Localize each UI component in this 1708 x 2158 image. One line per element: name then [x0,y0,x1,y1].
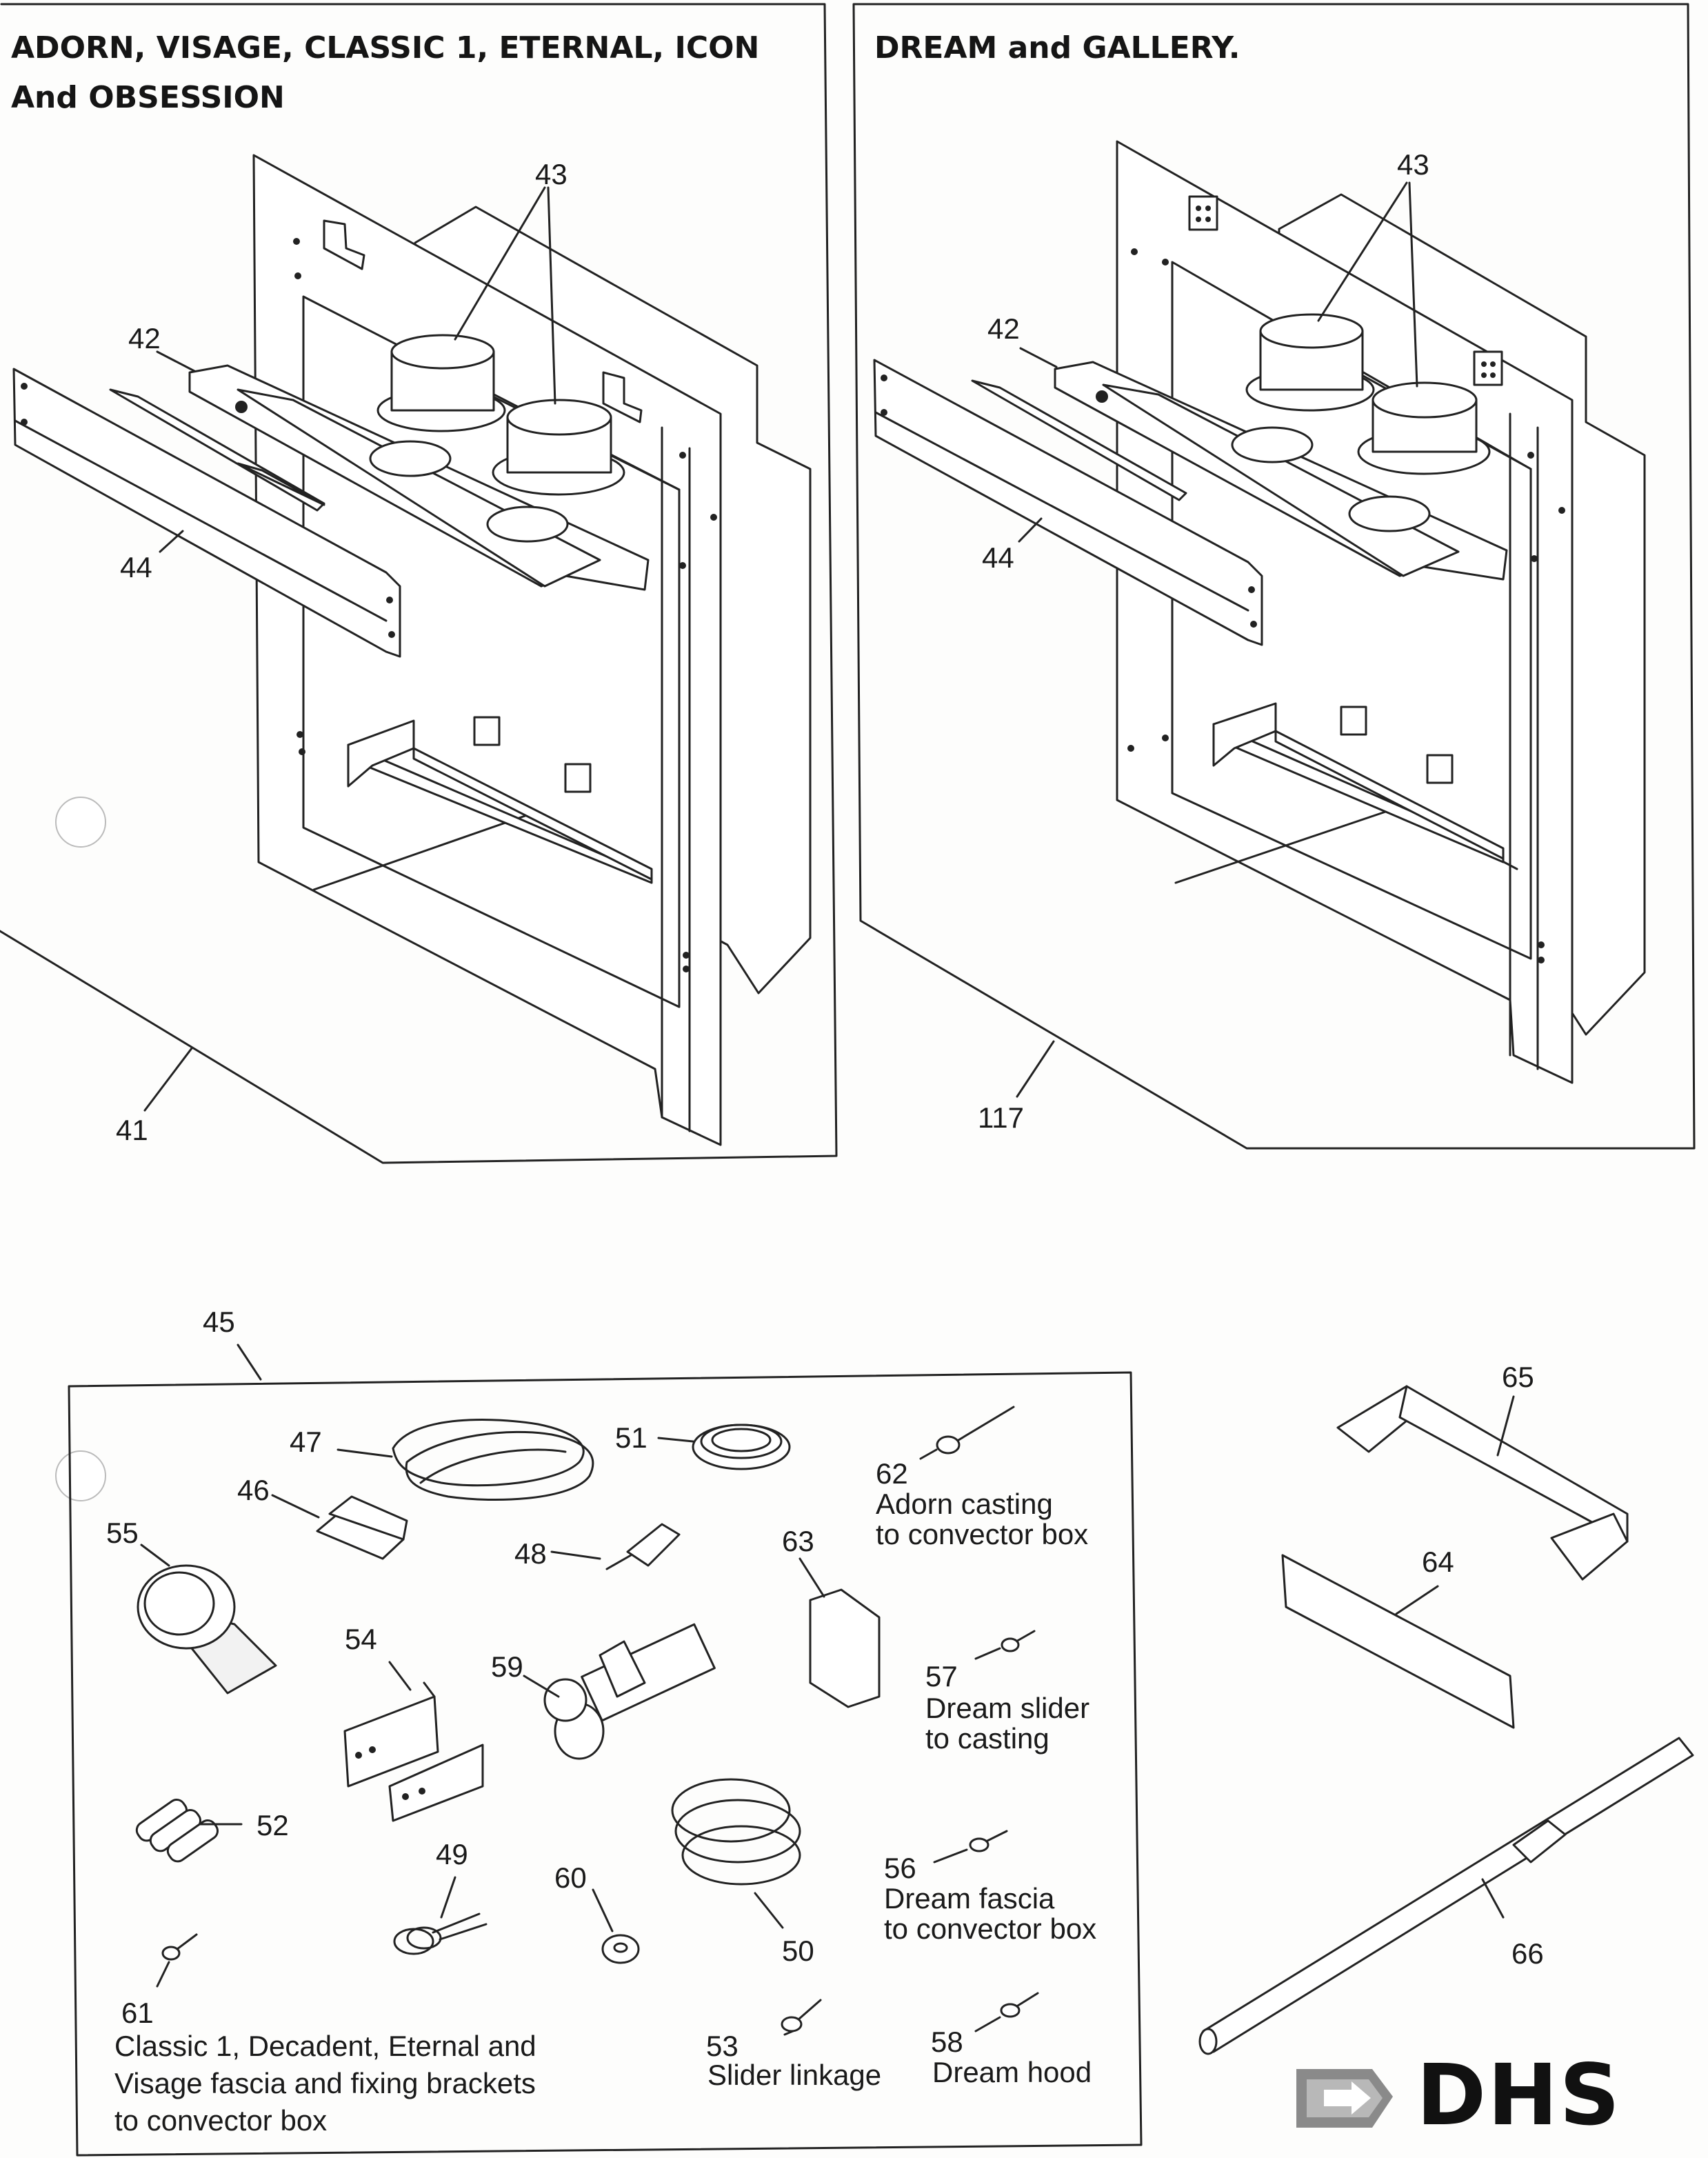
callout-58: 58 [931,2026,963,2058]
callout-46: 46 [237,1474,270,1506]
rail-44 [12,368,401,658]
part-61-screw [156,1933,198,1988]
callout-65: 65 [1502,1361,1534,1393]
callout-44-right: 44 [982,541,1014,574]
caption-61-line1: Classic 1, Decadent, Eternal and [114,2030,536,2062]
part-65-hood [1336,1385,1629,1581]
part-46-magnets [271,1494,408,1560]
part-50-springs [671,1778,801,1929]
callout-62: 62 [876,1457,908,1490]
callout-64: 64 [1422,1546,1454,1578]
part-60-washer [592,1888,640,1964]
callout-44: 44 [120,551,152,583]
arrow-icon [1296,2069,1393,2128]
callout-60: 60 [554,1861,587,1894]
callout-50: 50 [782,1935,814,1967]
callout-48: 48 [514,1537,547,1570]
callout-63: 63 [782,1525,814,1557]
rail-44-right [873,359,1263,646]
callout-47: 47 [290,1426,322,1458]
dhs-logo: DHS [1291,2053,1677,2137]
callout-61: 61 [121,1997,154,2029]
part-48-pin [550,1523,681,1570]
callout-56: 56 [884,1852,916,1884]
part-63-battery-holder [798,1557,881,1708]
callout-42-right: 42 [987,312,1020,345]
punch-hole [55,797,106,848]
caption-57-line1: Dream slider [925,1692,1090,1724]
callout-52: 52 [257,1809,289,1841]
bracket-42-right [1019,347,1508,581]
bracket-42 [156,350,650,591]
kit-box-45 [68,1343,1143,2157]
left-panel-title-line2: And OBSESSION [11,80,285,115]
part-58-screw [974,1992,1039,2032]
part-64-plate [1281,1554,1515,1729]
callout-66: 66 [1511,1937,1544,1970]
caption-62-line2: to convector box [876,1518,1089,1550]
callout-49: 49 [436,1838,468,1870]
part-56-screw [933,1830,1008,1864]
part-54-fixing-brackets [343,1661,484,1822]
caption-53: Slider linkage [707,2059,882,2091]
callout-59: 59 [491,1650,523,1683]
left-panel-frame [0,3,838,1164]
callout-41: 41 [116,1114,148,1146]
caption-62-line1: Adorn casting [876,1488,1053,1520]
part-55-tape-roll [137,1543,277,1695]
part-49-hooks [393,1876,488,1955]
convector-box-117 [1016,140,1646,1098]
part-62-screw [919,1406,1015,1460]
part-66-rod [1198,1737,1694,2055]
part-47-gasket-strips [336,1418,594,1501]
part-52-batteries [135,1798,243,1863]
callout-43: 43 [535,158,567,190]
punch-hole [55,1450,106,1501]
caption-57-line2: to casting [925,1722,1049,1755]
callout-45: 45 [203,1306,235,1338]
flue-spigots-43 [376,186,625,496]
caption-61-line3: to convector box [114,2104,328,2137]
part-53-screw [781,1999,822,2036]
callout-42: 42 [128,322,161,354]
caption-56-line2: to convector box [884,1912,1097,1945]
flue-spigots-43-right [1245,181,1491,475]
callout-54: 54 [345,1623,377,1655]
callout-43-right: 43 [1397,148,1429,181]
part-59-isolation-valve [523,1623,716,1760]
right-panel-title: DREAM and GALLERY. [874,30,1240,66]
callout-53: 53 [706,2030,739,2062]
caption-61-line2: Visage fascia and fixing brackets [114,2067,536,2099]
caption-58: Dream hood [932,2056,1092,2088]
callout-57: 57 [925,1660,958,1692]
caption-56-line1: Dream fascia [884,1882,1055,1915]
logo-text: DHS [1416,2046,1622,2144]
part-51-seal [657,1423,791,1470]
part-57-screw [974,1630,1036,1660]
right-panel-frame [852,3,1696,1150]
convector-box-41 [143,154,812,1146]
callout-55: 55 [106,1517,139,1549]
callout-117: 117 [978,1101,1024,1134]
left-panel-title-line1: ADORN, VISAGE, CLASSIC 1, ETERNAL, ICON [11,30,760,66]
callout-51: 51 [615,1421,647,1454]
